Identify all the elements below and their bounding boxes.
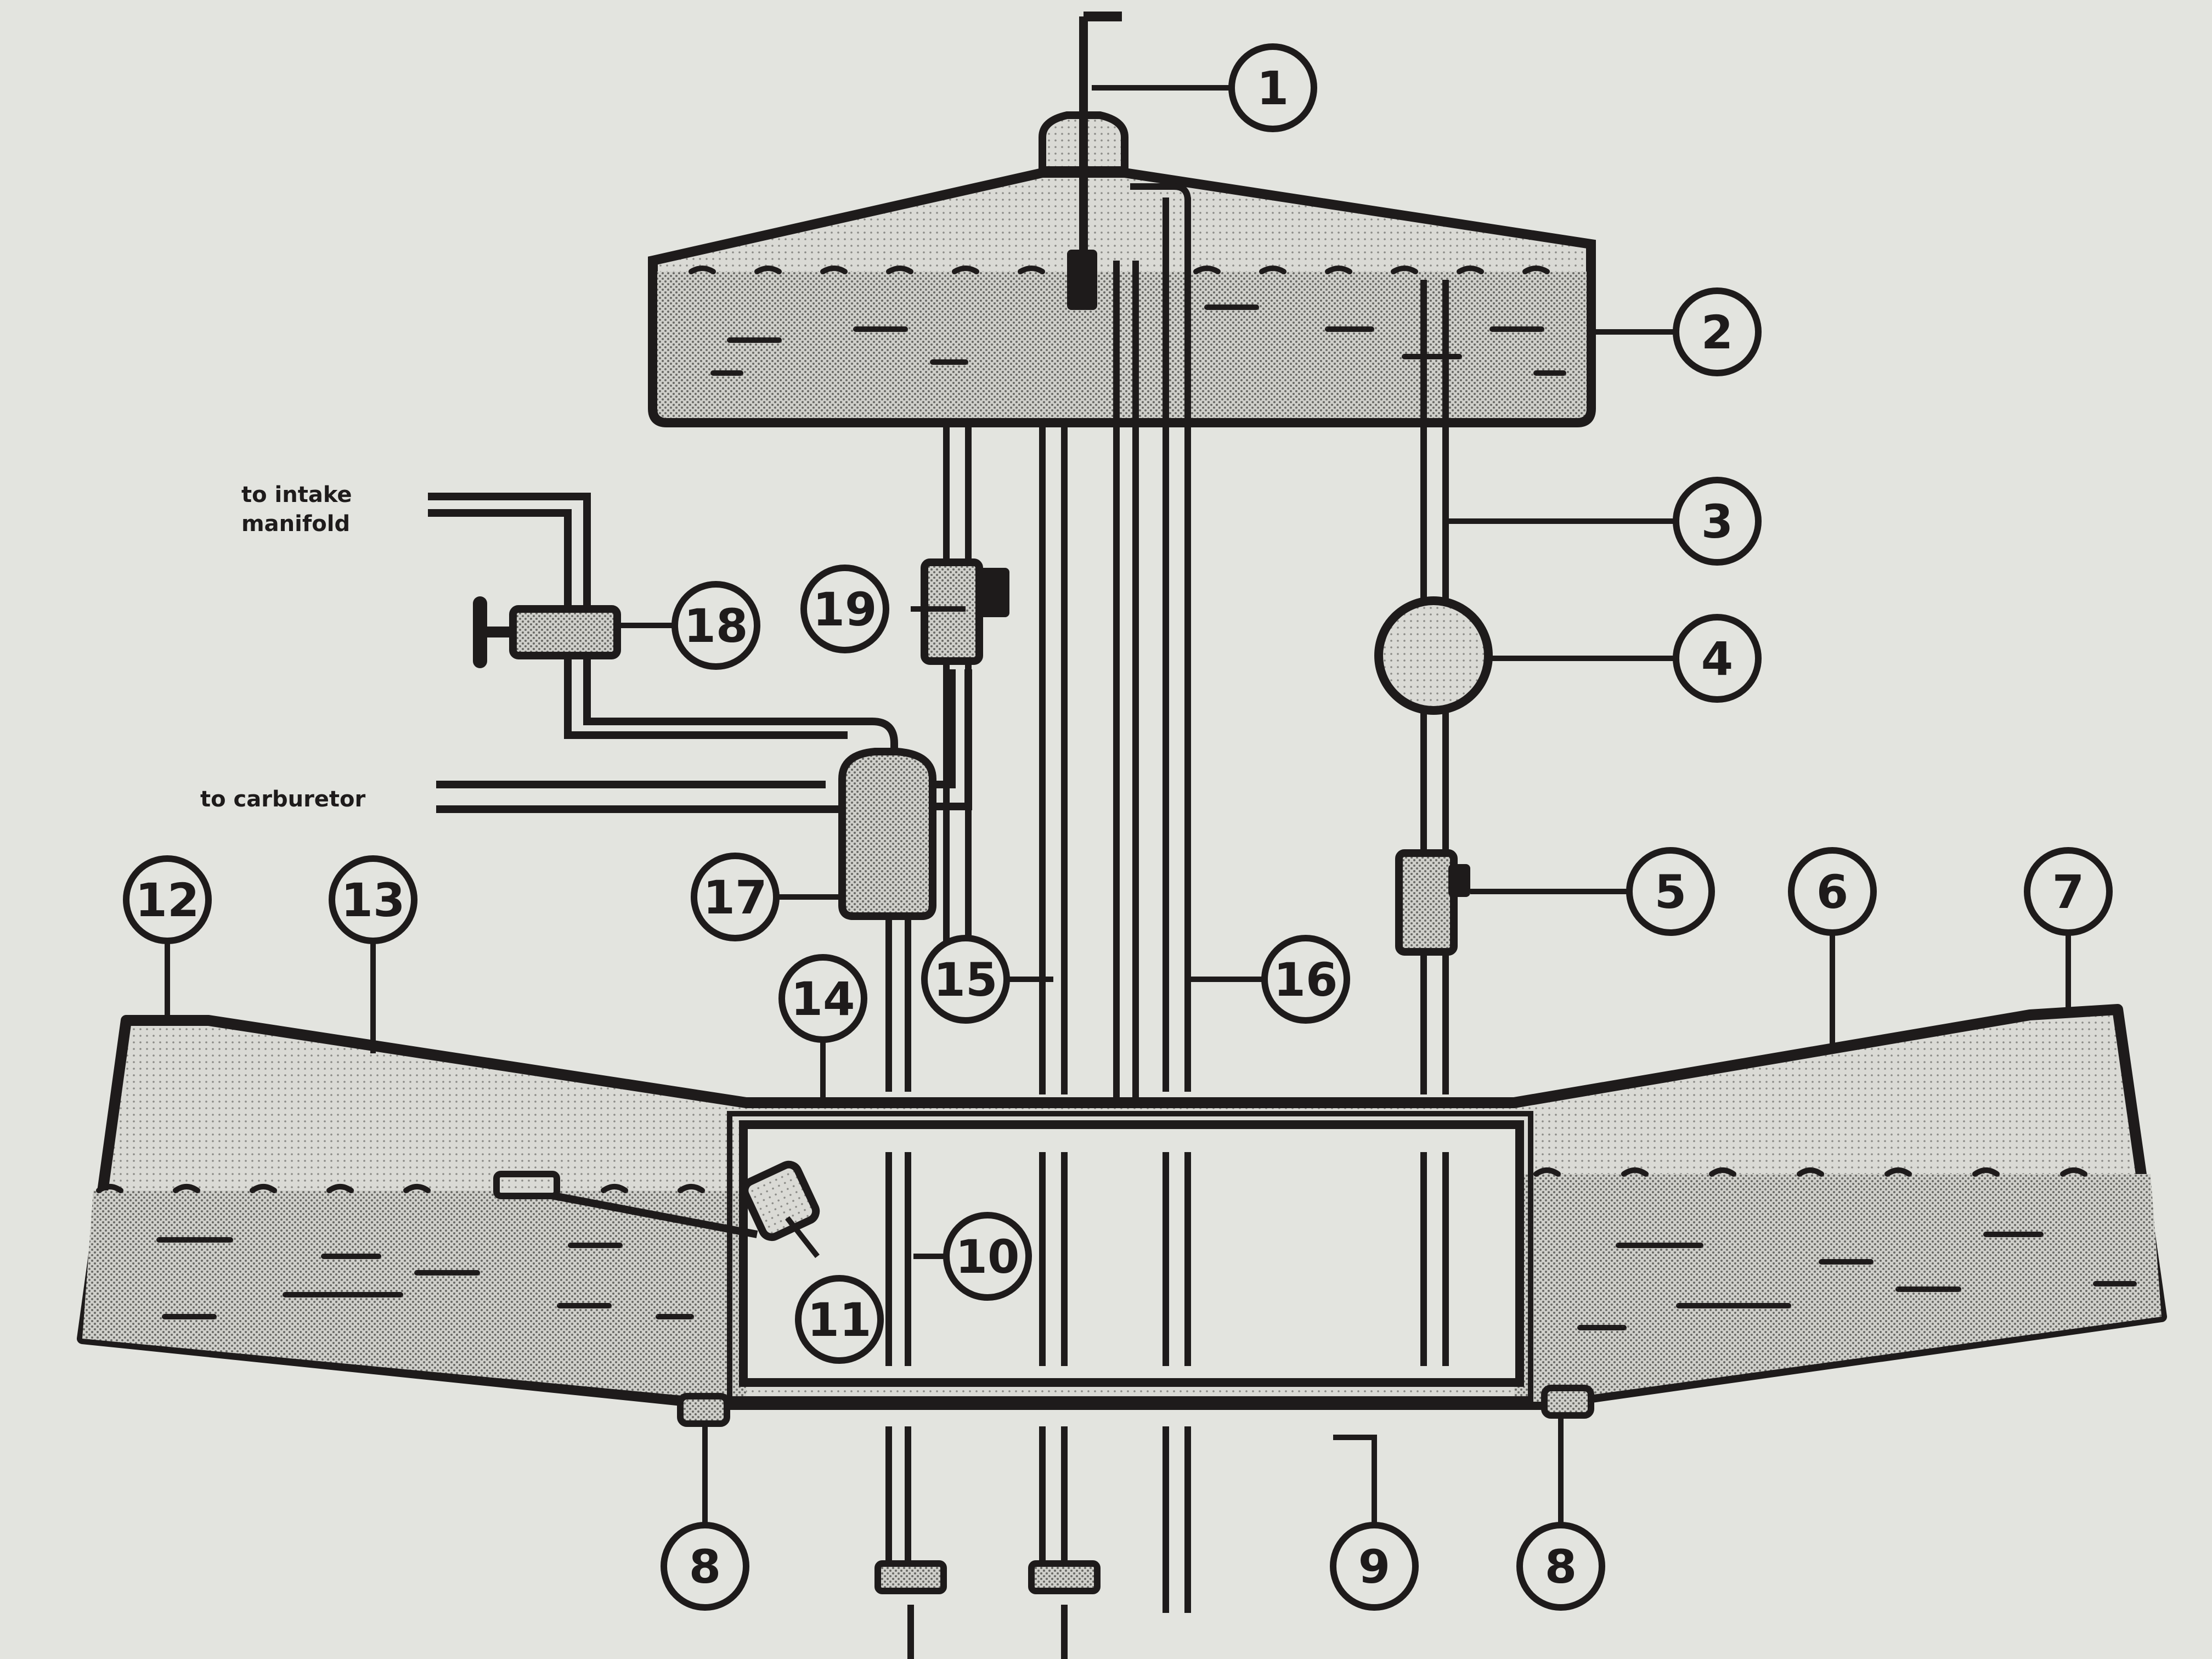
upper-reservoir <box>648 168 1596 427</box>
callout-10: 10 <box>943 1212 1032 1301</box>
fill-cap-dipstick <box>1039 12 1128 310</box>
svg-text:18: 18 <box>684 599 748 653</box>
intake-label-line2: manifold <box>241 511 350 537</box>
callout-15: 15 <box>921 935 1010 1024</box>
callout-19: 19 <box>800 565 889 653</box>
callout-5: 5 <box>1626 847 1715 936</box>
svg-text:8: 8 <box>1545 1540 1577 1594</box>
svg-text:5: 5 <box>1655 865 1686 919</box>
svg-text:16: 16 <box>1274 953 1338 1007</box>
intake-line <box>428 493 898 765</box>
callout-12: 12 <box>123 855 212 944</box>
svg-text:1: 1 <box>1257 61 1289 115</box>
callout-3: 3 <box>1673 477 1762 566</box>
callout-14: 14 <box>778 954 867 1043</box>
callout-7: 7 <box>2024 847 2113 936</box>
callout-2: 2 <box>1673 287 1762 376</box>
carburetor-line <box>436 669 972 920</box>
svg-text:12: 12 <box>136 873 200 927</box>
callout-18: 18 <box>672 581 760 670</box>
svg-text:6: 6 <box>1816 865 1848 919</box>
svg-text:3: 3 <box>1701 495 1733 549</box>
reservoir-waves <box>689 266 1566 376</box>
sight-glass-bulb <box>1374 596 1493 715</box>
svg-text:7: 7 <box>2052 865 2084 919</box>
valve-5 <box>1395 849 1470 956</box>
svg-text:14: 14 <box>791 972 855 1026</box>
tank-waves <box>96 1167 2137 1330</box>
svg-text:2: 2 <box>1701 306 1733 359</box>
svg-text:9: 9 <box>1358 1540 1390 1594</box>
callout-13: 13 <box>329 855 417 944</box>
svg-text:4: 4 <box>1701 632 1733 686</box>
svg-text:15: 15 <box>934 953 998 1007</box>
intake-label-line1: to intake <box>241 482 352 507</box>
callout-9: 9 <box>1330 1522 1419 1611</box>
callout-4: 4 <box>1673 614 1762 703</box>
callout-1: 1 <box>1228 43 1317 132</box>
callout-17: 17 <box>691 853 780 941</box>
callout-16: 16 <box>1261 935 1350 1024</box>
callout-6: 6 <box>1788 847 1877 936</box>
callout-11: 11 <box>795 1275 884 1364</box>
lower-pipes <box>885 1152 1449 1659</box>
svg-text:11: 11 <box>808 1293 872 1347</box>
svg-text:19: 19 <box>813 583 877 636</box>
drain-fitting-right <box>1028 1560 1101 1594</box>
callout-8-right: 8 <box>1516 1522 1605 1611</box>
svg-text:10: 10 <box>956 1230 1020 1284</box>
drain-fitting-left <box>874 1560 947 1594</box>
svg-text:17: 17 <box>703 871 768 924</box>
lower-tank <box>77 1004 2167 1427</box>
carburetor-label: to carburetor <box>200 787 366 812</box>
svg-text:8: 8 <box>689 1540 721 1594</box>
svg-text:13: 13 <box>341 873 405 927</box>
callout-8-left: 8 <box>661 1522 749 1611</box>
